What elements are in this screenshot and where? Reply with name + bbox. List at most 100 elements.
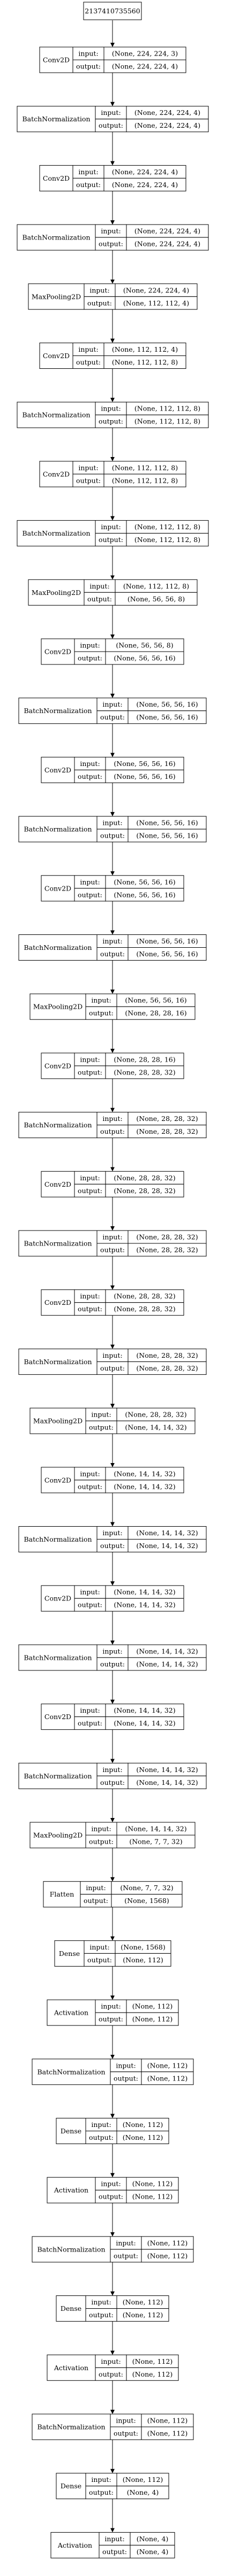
layer-name-cell: [18, 698, 98, 724]
output-shape-cell: [128, 710, 207, 724]
output-shape-cell: [105, 1302, 184, 1316]
input-port-label: input:: [116, 2417, 136, 2425]
output-shape-cell: [116, 2486, 169, 2500]
output-shape-label: (None, 14, 14, 32): [136, 1542, 198, 1550]
output-port-cell: [72, 59, 104, 73]
output-port-label: output:: [100, 1246, 125, 1254]
output-shape-cell: [128, 1361, 207, 1375]
output-shape-cell: [103, 355, 186, 369]
input-port-label: input:: [86, 1884, 106, 1892]
input-shape-cell: [115, 1940, 171, 1954]
input-shape-cell: [130, 2532, 175, 2546]
input-shape-label: (None, 56, 56, 16): [136, 700, 198, 708]
output-port-label: output:: [114, 2252, 138, 2260]
output-shape-label: (None, 14, 14, 32): [136, 1778, 198, 1786]
output-port-label: output:: [87, 1956, 112, 1964]
output-shape-cell: [141, 2249, 194, 2263]
layer-name-cell: [18, 1348, 98, 1375]
output-port-cell: [84, 1953, 116, 1967]
output-port-cell: [96, 1775, 129, 1789]
output-port-label: output:: [99, 2015, 123, 2023]
output-port-label: output:: [76, 358, 101, 366]
layer-name-label: Conv2D: [44, 1713, 71, 1721]
layer-name-cell: [28, 283, 85, 310]
output-shape-label: (None, 7, 7, 32): [129, 1838, 182, 1846]
output-port-label: output:: [78, 891, 102, 899]
input-port-label: input:: [78, 168, 98, 176]
output-shape-cell: [105, 1716, 184, 1730]
input-port-label: input:: [102, 1351, 122, 1359]
input-port-label: input:: [116, 2239, 136, 2247]
output-port-label: output:: [89, 2311, 114, 2319]
input-port-cell: [72, 47, 104, 60]
input-port-label: input:: [102, 1766, 122, 1774]
output-port-cell: [96, 829, 129, 842]
input-port-cell: [96, 1644, 129, 1658]
input-port-label: input:: [116, 2061, 136, 2069]
input-port-cell: [85, 993, 117, 1007]
input-port-cell: [80, 1881, 112, 1895]
input-shape-cell: [141, 2413, 194, 2427]
input-port-cell: [85, 1407, 117, 1421]
layer-name-label: BatchNormalization: [24, 1535, 92, 1543]
output-shape-label: (None, 112): [123, 1956, 163, 1964]
input-port-label: input:: [101, 227, 121, 235]
input-shape-label: (None, 112): [147, 2061, 188, 2069]
input-shape-label: (None, 112): [123, 2298, 163, 2306]
output-shape-label: (None, 28, 28, 32): [136, 1127, 198, 1135]
input-shape-label: (None, 112): [132, 2357, 172, 2365]
input-port-label: input:: [101, 405, 121, 413]
output-shape-label: (None, 14, 14, 32): [114, 1482, 175, 1490]
input-shape-cell: [105, 1289, 184, 1303]
layer-name-label: BatchNormalization: [22, 234, 90, 242]
layer-name-cell: [17, 520, 96, 547]
input-port-label: input:: [91, 2121, 111, 2129]
output-port-label: output:: [89, 1009, 114, 1017]
input-shape-cell: [128, 816, 207, 830]
output-port-cell: [74, 1716, 106, 1730]
input-port-label: input:: [80, 1055, 100, 1063]
input-shape-label: (None, 112, 112, 4): [112, 345, 178, 353]
input-port-cell: [95, 2354, 127, 2368]
output-shape-cell: [115, 592, 198, 606]
output-shape-cell: [105, 888, 184, 902]
layer-name-cell: [41, 875, 75, 902]
output-shape-label: (None, 56, 56, 16): [114, 654, 175, 662]
layer-name-cell: [17, 401, 96, 428]
output-shape-cell: [105, 1183, 184, 1197]
input-port-cell: [96, 698, 129, 711]
layer-name-cell: [39, 165, 73, 191]
output-shape-cell: [141, 2426, 194, 2440]
input-shape-label: (None, 56, 56, 16): [114, 760, 175, 768]
layer-name-cell: [18, 1112, 98, 1139]
output-shape-label: (None, 112): [132, 2015, 172, 2023]
input-port-label: input:: [80, 1588, 100, 1596]
input-shape-label: (None, 14, 14, 32): [114, 1469, 175, 1477]
input-port-label: input:: [91, 2476, 111, 2484]
layer-name-label: BatchNormalization: [24, 707, 92, 715]
input-port-cell: [74, 1171, 106, 1185]
output-shape-label: (None, 28, 28, 16): [125, 1009, 186, 1017]
output-shape-cell: [105, 1598, 184, 1612]
layer-name-cell: [17, 224, 96, 251]
output-shape-label: (None, 1568): [124, 1897, 169, 1905]
output-shape-label: (None, 112, 112, 8): [112, 358, 178, 366]
input-shape-label: (None, 112, 112, 8): [134, 405, 200, 413]
output-port-label: output:: [99, 240, 123, 248]
layer-name-label: BatchNormalization: [37, 2423, 105, 2431]
input-port-cell: [96, 1112, 129, 1126]
output-port-cell: [95, 414, 127, 428]
